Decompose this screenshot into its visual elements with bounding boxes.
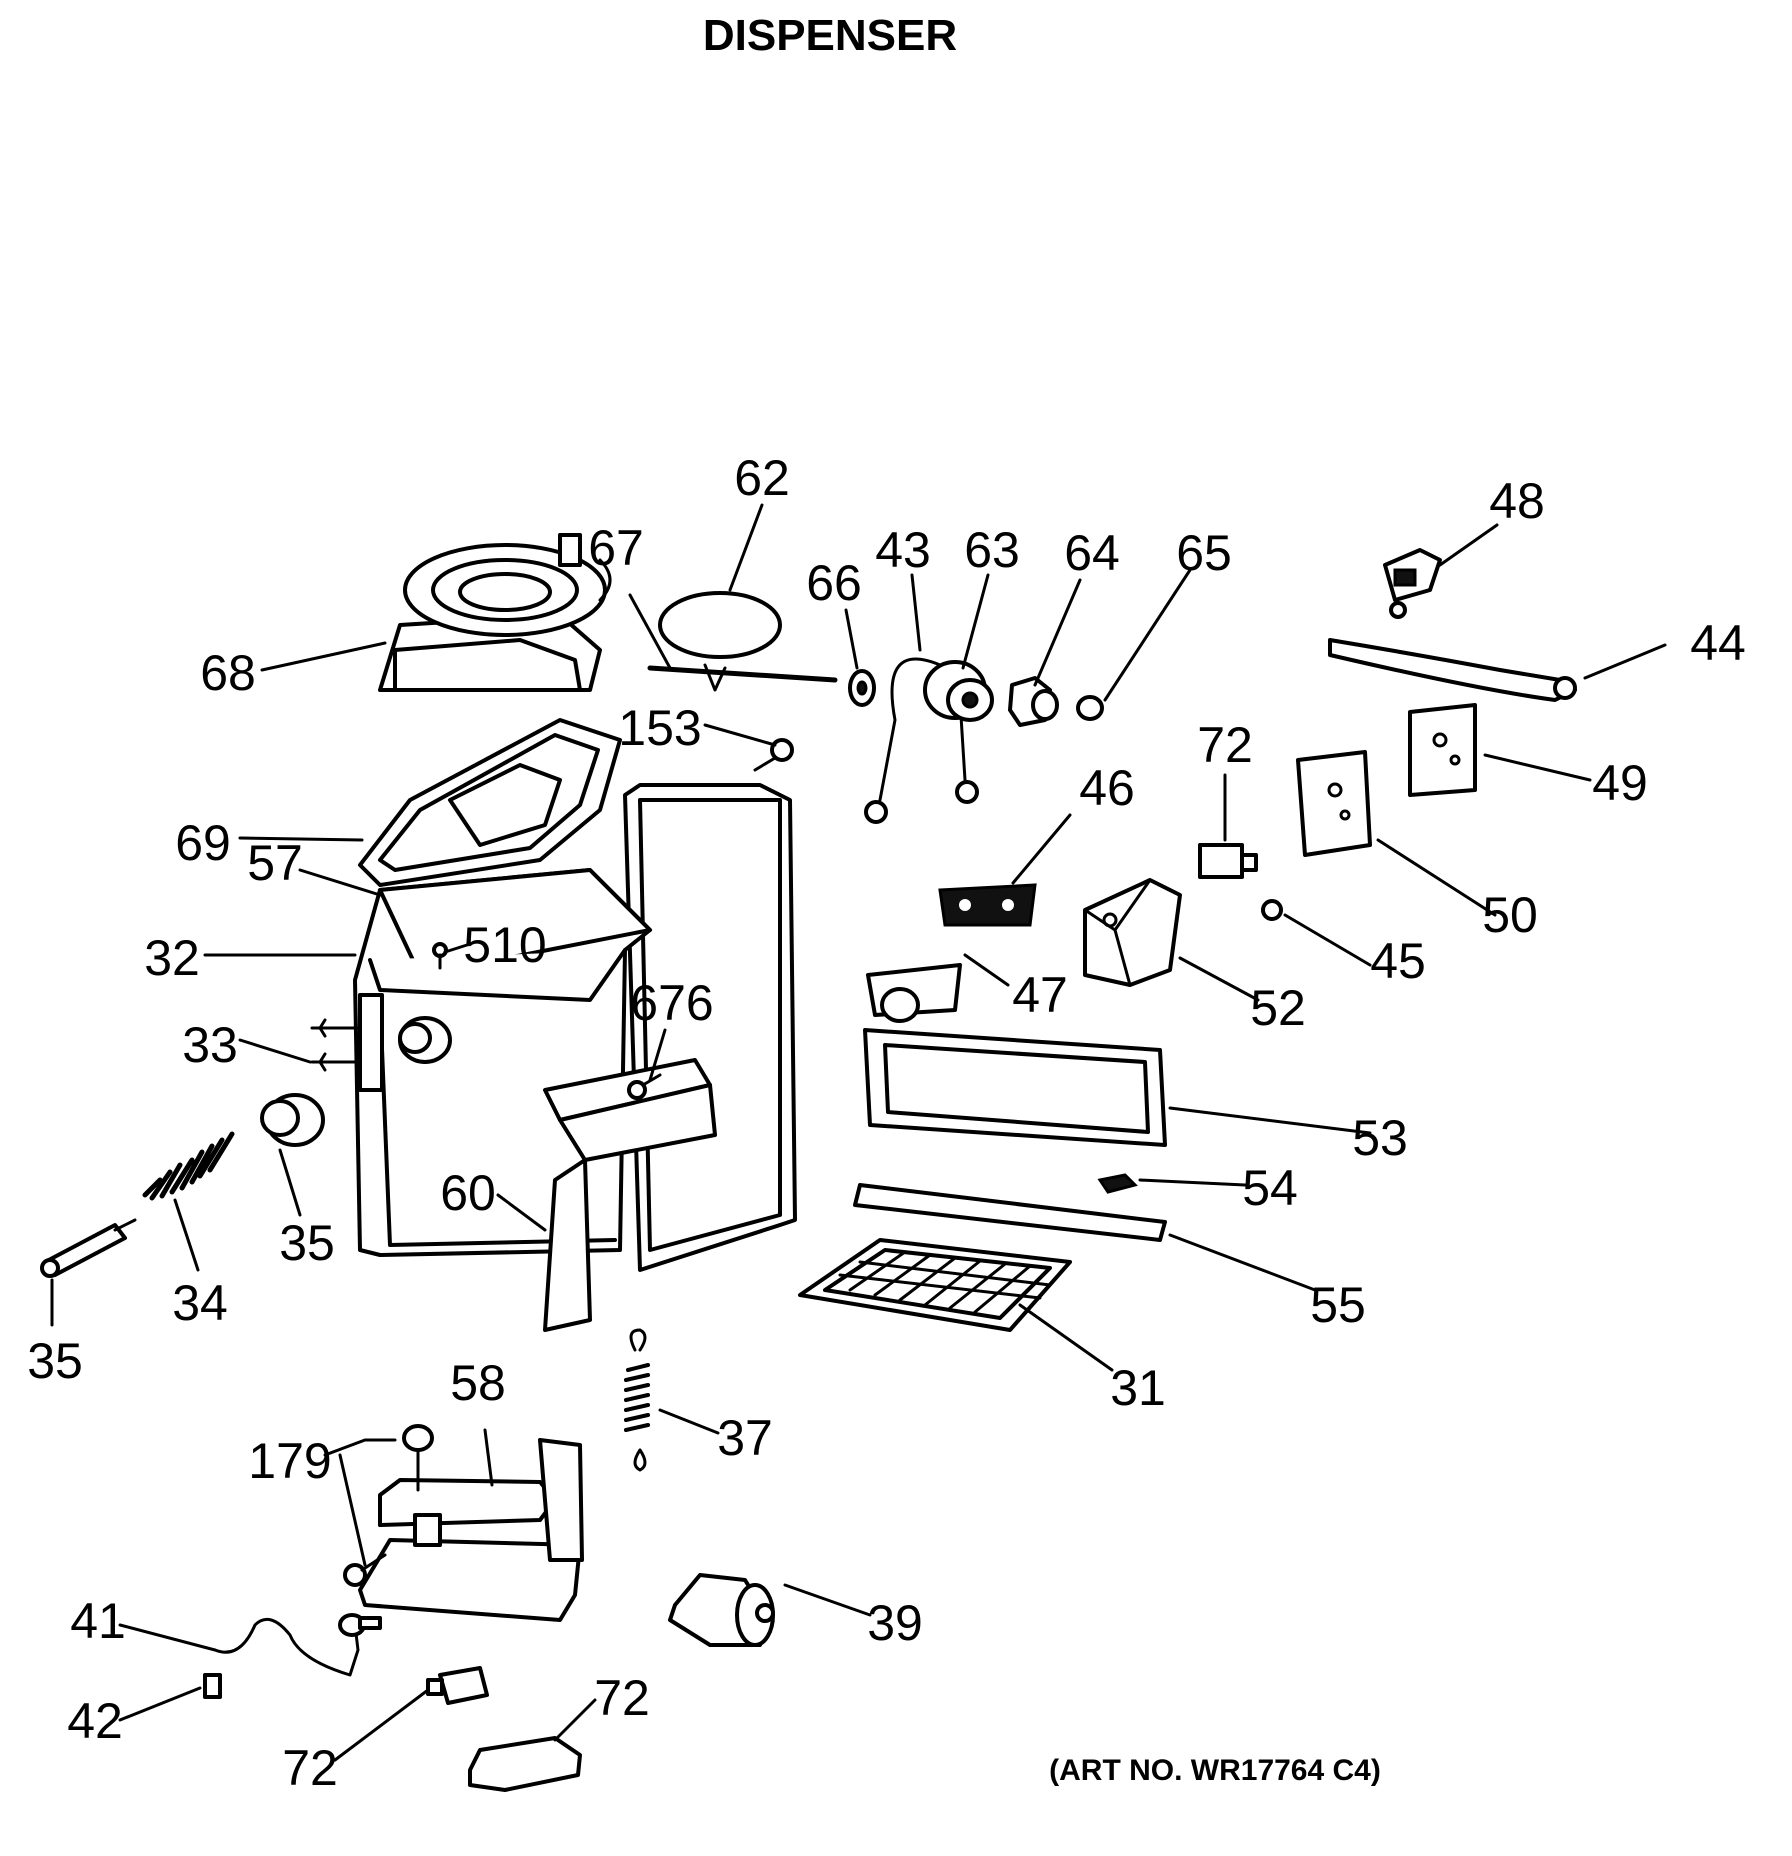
callout-34: 34 [172, 1275, 228, 1331]
part-45-nut [1261, 899, 1283, 921]
part-52-cover [1083, 878, 1182, 987]
callout-labels: 62 48 67 66 43 63 64 65 44 68 153 72 49 … [27, 450, 1746, 1796]
part-72-switch-middle [426, 1666, 489, 1705]
callout-60: 60 [440, 1165, 496, 1221]
part-63-coupling [923, 660, 994, 722]
part-62-disk [658, 591, 782, 659]
callout-72-upper: 72 [1197, 717, 1253, 773]
leader-lines [50, 503, 1667, 1762]
callout-47: 47 [1012, 967, 1068, 1023]
callout-510: 510 [463, 917, 546, 973]
part-46-switch-block [938, 883, 1037, 927]
callout-39: 39 [867, 1595, 923, 1651]
part-39-motor [668, 1573, 775, 1647]
part-31-grille [798, 1238, 1072, 1332]
part-54-clip [1097, 1173, 1138, 1194]
part-510-screw [432, 942, 448, 970]
callout-66: 66 [806, 555, 862, 611]
part-35-pin-lower [40, 1218, 137, 1278]
callout-48: 48 [1489, 473, 1545, 529]
part-179-screws [343, 1424, 434, 1587]
callout-676: 676 [630, 975, 713, 1031]
part-65-nut [1076, 695, 1104, 721]
callout-31: 31 [1110, 1360, 1166, 1416]
part-42-connector [203, 1673, 222, 1699]
part-153-screw [753, 738, 794, 772]
callout-68: 68 [200, 645, 256, 701]
callout-46: 46 [1079, 760, 1135, 816]
callout-43: 43 [875, 522, 931, 578]
diagram-title: DISPENSER [703, 11, 957, 60]
callout-63: 63 [964, 522, 1020, 578]
part-72-switch-upper [1198, 843, 1258, 879]
callout-52: 52 [1250, 980, 1306, 1036]
callout-72-lower: 72 [282, 1740, 338, 1796]
part-33-screws [310, 993, 384, 1092]
callout-49: 49 [1592, 755, 1648, 811]
part-47-bracket [866, 963, 962, 1023]
callout-64: 64 [1064, 525, 1120, 581]
part-32-main-housing [353, 783, 797, 1332]
callout-53: 53 [1352, 1110, 1408, 1166]
part-50-plate [1296, 750, 1372, 857]
art-number: (ART NO. WR17764 C4) [1049, 1754, 1381, 1787]
callout-33: 33 [182, 1017, 238, 1073]
callout-153: 153 [618, 700, 701, 756]
callout-37: 37 [717, 1410, 773, 1466]
callout-72-middle: 72 [594, 1670, 650, 1726]
part-53-frame [863, 1028, 1167, 1147]
callout-35-upper: 35 [279, 1215, 335, 1271]
part-49-plate [1408, 703, 1477, 797]
callout-45: 45 [1370, 933, 1426, 989]
callout-35-lower: 35 [27, 1333, 83, 1389]
part-35-bushing-upper [260, 1093, 325, 1147]
part-64-bushing [1008, 676, 1059, 727]
part-58-bracket [358, 1438, 584, 1622]
part-48-actuator [1383, 548, 1442, 619]
callout-65: 65 [1176, 525, 1232, 581]
callout-57: 57 [247, 835, 303, 891]
part-37-spring [624, 1328, 650, 1472]
callout-54: 54 [1242, 1160, 1298, 1216]
part-72-cover-lower [468, 1736, 582, 1792]
part-68-housing-cover [378, 533, 612, 692]
part-67-shaft [647, 663, 838, 692]
part-actuator-knob [398, 1016, 452, 1064]
callout-58: 58 [450, 1355, 506, 1411]
part-66-washer [848, 669, 876, 707]
callout-67: 67 [588, 520, 644, 576]
callout-44: 44 [1690, 615, 1746, 671]
part-34-spring [142, 1131, 235, 1201]
callout-41: 41 [70, 1593, 126, 1649]
part-44-lever-arm [1328, 638, 1577, 702]
callout-55: 55 [1310, 1277, 1366, 1333]
callout-62: 62 [734, 450, 790, 506]
part-69-gasket [358, 718, 622, 887]
part-41-wire [213, 1613, 382, 1677]
part-55-strip [853, 1183, 1167, 1242]
callout-69: 69 [175, 815, 231, 871]
callout-42: 42 [67, 1693, 123, 1749]
callout-179: 179 [248, 1433, 331, 1489]
callout-32: 32 [144, 930, 200, 986]
callout-50: 50 [1482, 887, 1538, 943]
